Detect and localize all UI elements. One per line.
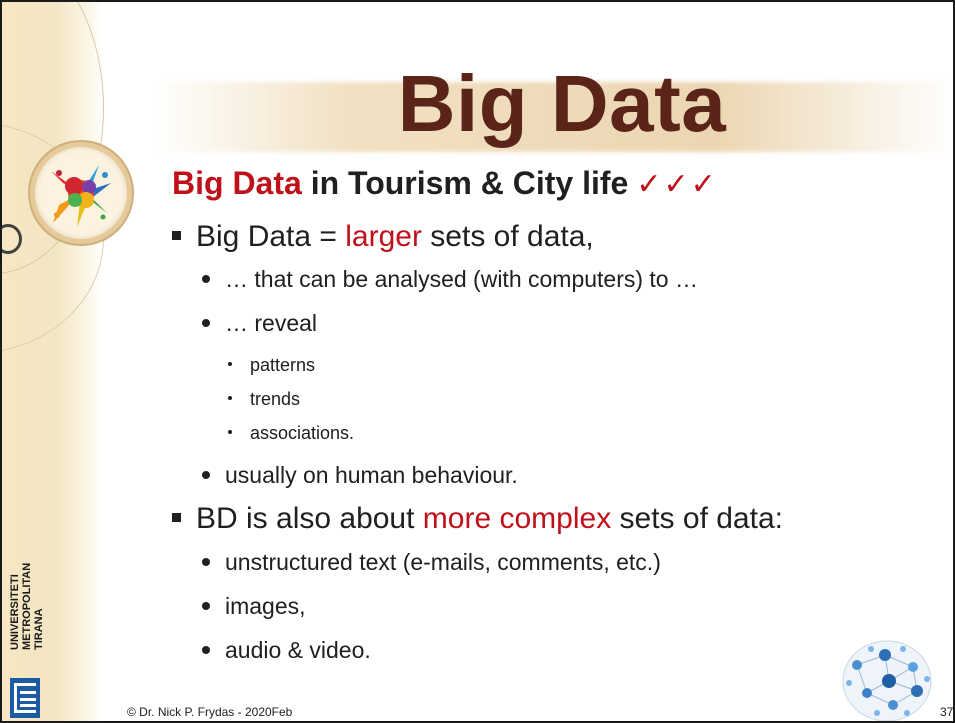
university-name: UNIVERSITETI METROPOLITAN TIRANA: [9, 522, 49, 652]
bullet-text: associations.: [250, 423, 355, 443]
page-number: 37: [940, 705, 954, 719]
bullet-level2: images,: [202, 593, 306, 620]
footer-text: © Dr. Nick P. Frydas - 2020Feb: [127, 705, 293, 719]
bullet-level2: … reveal: [202, 310, 317, 337]
square-bullet-icon: [172, 512, 181, 522]
dot-bullet-icon: [228, 396, 232, 401]
bullet-level3: associations.: [228, 423, 354, 444]
bullet-text: audio & video.: [225, 637, 371, 663]
bullet-level3: trends: [228, 389, 300, 410]
university-logo-icon: [10, 678, 40, 718]
bullet-level3: patterns: [228, 355, 315, 376]
bullet-text: trends: [250, 389, 301, 409]
bullet-level2: … that can be analysed (with computers) …: [202, 266, 698, 293]
bullet-text: … reveal: [225, 310, 318, 336]
bullet-level1: Big Data = larger sets of data,: [172, 220, 594, 254]
bullet-level1: BD is also about more complex sets of da…: [172, 502, 783, 536]
university-name-text: UNIVERSITETI METROPOLITAN TIRANA: [9, 562, 45, 650]
dot-bullet-icon: [228, 362, 232, 367]
bullet-text: sets of data,: [421, 220, 594, 253]
title-band: [152, 82, 953, 152]
round-bullet-icon: [202, 470, 210, 479]
bullet-text: … that can be analysed (with computers) …: [225, 266, 698, 292]
bullet-text: BD is also about: [196, 502, 423, 535]
bullet-highlight: more complex: [422, 502, 612, 535]
round-bullet-icon: [202, 645, 210, 654]
checkmarks-icon: ✓✓✓: [636, 167, 718, 202]
decorative-sidebar: [2, 2, 104, 721]
bullet-text: images,: [225, 593, 306, 619]
bullet-text: unstructured text (e-mails, comments, et…: [225, 549, 661, 575]
bullet-highlight: larger: [345, 220, 422, 253]
bullet-level2: audio & video.: [202, 637, 371, 664]
round-bullet-icon: [202, 557, 210, 566]
bullet-text: usually on human behaviour.: [225, 462, 518, 488]
decorative-ring: [2, 224, 22, 254]
round-bullet-icon: [202, 601, 210, 610]
bullet-level2: usually on human behaviour.: [202, 462, 518, 489]
bullet-text: patterns: [250, 355, 316, 375]
subtitle-text: in Tourism & City life: [301, 165, 629, 201]
slide-title: Big Data: [397, 59, 727, 148]
round-bullet-icon: [202, 318, 210, 327]
slide-subtitle: Big Data in Tourism & City life✓✓✓: [172, 165, 718, 202]
round-bullet-icon: [202, 274, 210, 283]
subtitle-highlight: Big Data: [172, 165, 302, 201]
network-globe-icon: [837, 635, 937, 721]
bullet-level2: unstructured text (e-mails, comments, et…: [202, 549, 661, 576]
bullet-text: Big Data =: [196, 220, 346, 253]
square-bullet-icon: [172, 230, 181, 240]
dot-bullet-icon: [228, 430, 232, 435]
paint-splash-logo-icon: [30, 142, 132, 244]
bullet-text: sets of data:: [611, 502, 783, 535]
